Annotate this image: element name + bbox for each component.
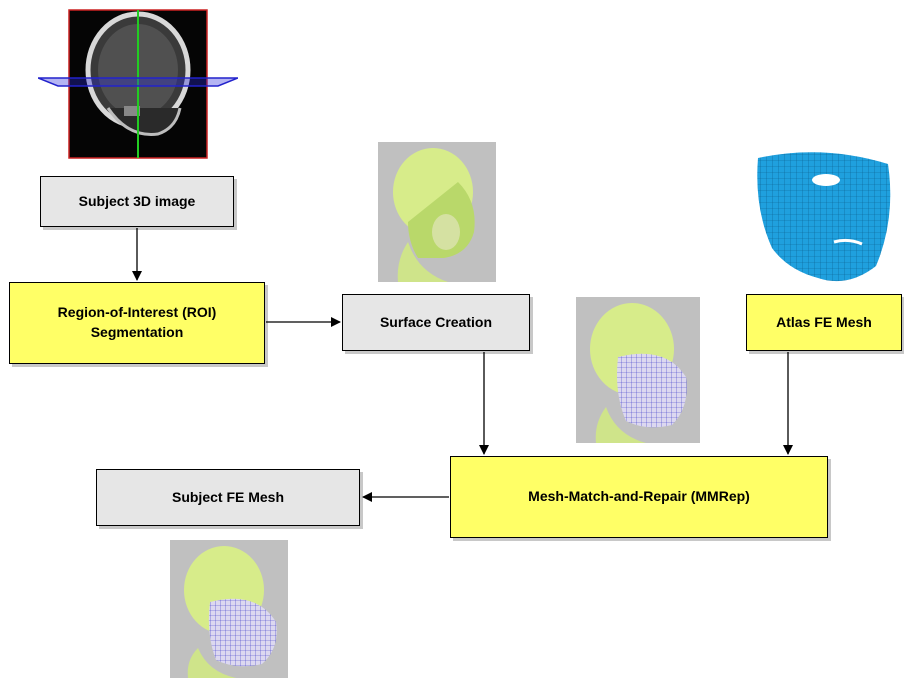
mmrep-label: Mesh-Match-and-Repair (MMRep) [528,488,750,505]
surface-head-image [378,142,496,282]
atlas-mesh-image [757,152,891,282]
surface-creation-label: Surface Creation [379,313,493,330]
ct-scan-image [38,9,238,159]
atlas-fe-mesh-label: Atlas FE Mesh [776,313,872,330]
subject-3d-image-box: Subject 3D image [40,176,234,227]
matched-head-image [576,297,700,443]
subject-mesh-image [170,540,288,678]
atlas-fe-mesh-box: Atlas FE Mesh [746,294,902,351]
subject-fe-mesh-label: Subject FE Mesh [171,488,285,505]
roi-segmentation-label: Region-of-Interest (ROI) Segmentation [57,304,217,340]
subject-3d-image-label: Subject 3D image [78,192,196,209]
roi-segmentation-box: Region-of-Interest (ROI) Segmentation [9,282,265,364]
mmrep-box: Mesh-Match-and-Repair (MMRep) [450,456,828,538]
subject-fe-mesh-box: Subject FE Mesh [96,469,360,526]
surface-creation-box: Surface Creation [342,294,530,351]
